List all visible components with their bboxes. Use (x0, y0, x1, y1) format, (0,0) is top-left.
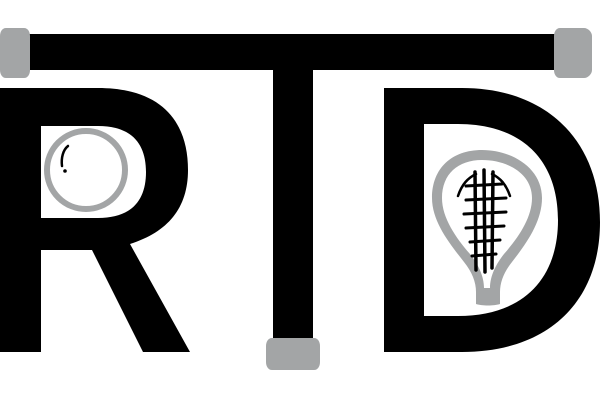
letter-d-body (384, 88, 600, 352)
lacrosse-ball-icon (42, 126, 130, 214)
shaft-end-cap-left (0, 28, 30, 78)
t-stem (273, 66, 313, 342)
letter-r-body (0, 88, 190, 352)
t-crossbar (12, 34, 588, 70)
lacrosse-head-icon (432, 150, 542, 306)
lacrosse-shaft-icon (0, 28, 592, 370)
letter-d (384, 88, 600, 352)
shaft-end-cap-right (554, 28, 592, 78)
lacrosse-mesh (456, 168, 512, 274)
shaft-end-cap-bottom (266, 338, 320, 370)
lacrosse-head-pocket (442, 160, 532, 288)
letter-r (0, 88, 190, 352)
